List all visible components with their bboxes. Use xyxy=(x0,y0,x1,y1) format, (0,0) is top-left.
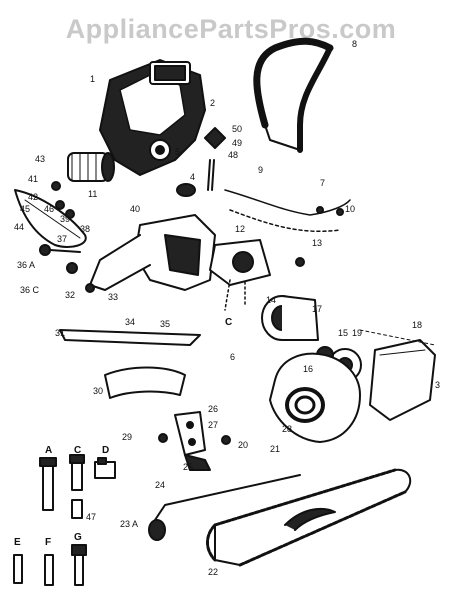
callout-11: 11 xyxy=(88,189,97,199)
housing-part xyxy=(89,214,216,291)
callout-21: 21 xyxy=(270,444,280,454)
callout-42: 42 xyxy=(28,192,38,202)
callout-48: 48 xyxy=(228,150,238,160)
callout-26: 26 xyxy=(208,404,218,414)
tag-a: A xyxy=(45,445,52,456)
hardware-part xyxy=(13,454,116,586)
callout-46: 46 xyxy=(44,204,54,214)
callout-41: 41 xyxy=(28,174,38,184)
clutch-part xyxy=(209,239,271,311)
side-plate-part xyxy=(14,189,87,248)
adjuster-part xyxy=(148,474,301,541)
callout-35: 35 xyxy=(160,319,170,329)
callout-34: 34 xyxy=(125,317,135,327)
guide-bar-part xyxy=(206,468,412,567)
callout-14: 14 xyxy=(266,295,276,305)
callout-15: 15 xyxy=(338,328,348,338)
callout-19: 19 xyxy=(352,328,362,338)
callout-13: 13 xyxy=(312,238,322,248)
callout-6: 6 xyxy=(230,352,235,362)
callout-36c: 36 C xyxy=(20,285,40,295)
callout-7: 7 xyxy=(320,178,325,188)
letter-tags: A C D E F G C xyxy=(14,317,232,548)
tag-c2: C xyxy=(225,317,232,328)
chain-guard-part xyxy=(359,329,436,421)
callout-3: 3 xyxy=(435,380,440,390)
callout-17: 17 xyxy=(312,304,322,314)
callout-2: 2 xyxy=(210,98,215,108)
plug-part xyxy=(176,127,226,197)
bracket-part xyxy=(174,411,211,471)
callout-49: 49 xyxy=(232,138,242,148)
callout-12: 12 xyxy=(235,224,245,234)
callout-44: 44 xyxy=(14,222,24,232)
callout-29: 29 xyxy=(122,432,132,442)
callout-36a: 36 A xyxy=(17,260,35,270)
bolts-part xyxy=(39,181,344,445)
front-guard-part xyxy=(59,329,201,399)
tag-e: E xyxy=(14,537,21,548)
callout-31: 31 xyxy=(55,328,65,338)
callout-30: 30 xyxy=(93,386,103,396)
cover-part xyxy=(269,352,361,443)
tag-g: G xyxy=(74,532,82,543)
tag-c: C xyxy=(74,445,81,456)
callout-28: 28 xyxy=(282,424,292,434)
callout-23a: 23 A xyxy=(120,519,138,529)
callout-40: 40 xyxy=(130,204,140,214)
callout-32: 32 xyxy=(65,290,75,300)
callout-5: 5 xyxy=(175,147,180,157)
handle-bar-part xyxy=(253,37,334,153)
callout-25: 25 xyxy=(183,462,193,472)
callout-37: 37 xyxy=(57,234,67,244)
callout-10: 10 xyxy=(345,204,355,214)
engine-part xyxy=(99,59,206,176)
callout-4: 4 xyxy=(190,172,195,182)
callout-27: 27 xyxy=(208,420,218,430)
callout-39: 39 xyxy=(60,214,70,224)
callout-9: 9 xyxy=(258,165,263,175)
callout-45: 45 xyxy=(20,204,30,214)
callout-16: 16 xyxy=(303,364,313,374)
callout-38: 38 xyxy=(80,224,90,234)
callout-50: 50 xyxy=(232,124,242,134)
callout-labels: 1 2 3 4 5 6 7 8 9 10 11 12 13 14 15 16 1… xyxy=(14,39,440,577)
starter-part xyxy=(67,152,115,182)
tag-d: D xyxy=(102,445,109,456)
callout-8: 8 xyxy=(352,39,357,49)
drum-part xyxy=(261,295,319,341)
watermark: AppliancePartsPros.com xyxy=(65,14,397,44)
callout-47: 47 xyxy=(86,512,96,522)
callout-20: 20 xyxy=(238,440,248,450)
callout-18: 18 xyxy=(412,320,422,330)
callout-43: 43 xyxy=(35,154,45,164)
callout-24: 24 xyxy=(155,480,165,490)
callout-22: 22 xyxy=(208,567,218,577)
callout-1: 1 xyxy=(90,74,95,84)
cable-part xyxy=(224,189,351,216)
tag-f: F xyxy=(45,537,51,548)
callout-33: 33 xyxy=(108,292,118,302)
